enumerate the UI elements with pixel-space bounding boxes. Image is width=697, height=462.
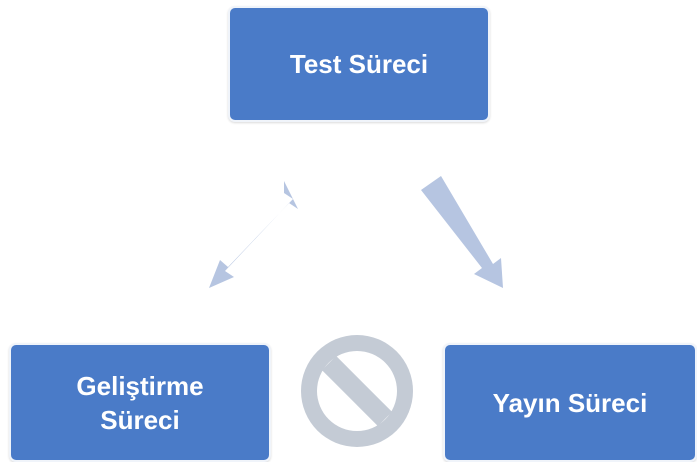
deployment-process-label: Yayın Süreci [492, 387, 648, 418]
forward-arrow-test-deploy [421, 176, 503, 288]
development-process-label-line1: Geliştirme [76, 370, 204, 401]
arrow-dev-test-shape [209, 181, 298, 288]
test-process-node: Test Süreci [228, 6, 490, 122]
arrow-test-deploy-shape [421, 176, 503, 288]
bidirectional-arrow-dev-test [209, 181, 298, 288]
test-process-label: Test Süreci [289, 49, 429, 79]
deployment-process-node: Yayın Süreci [443, 343, 697, 462]
development-process-node: Geliştirme Süreci [9, 343, 271, 462]
prohibited-icon [301, 335, 413, 447]
development-process-label-line2: Süreci [100, 404, 180, 435]
